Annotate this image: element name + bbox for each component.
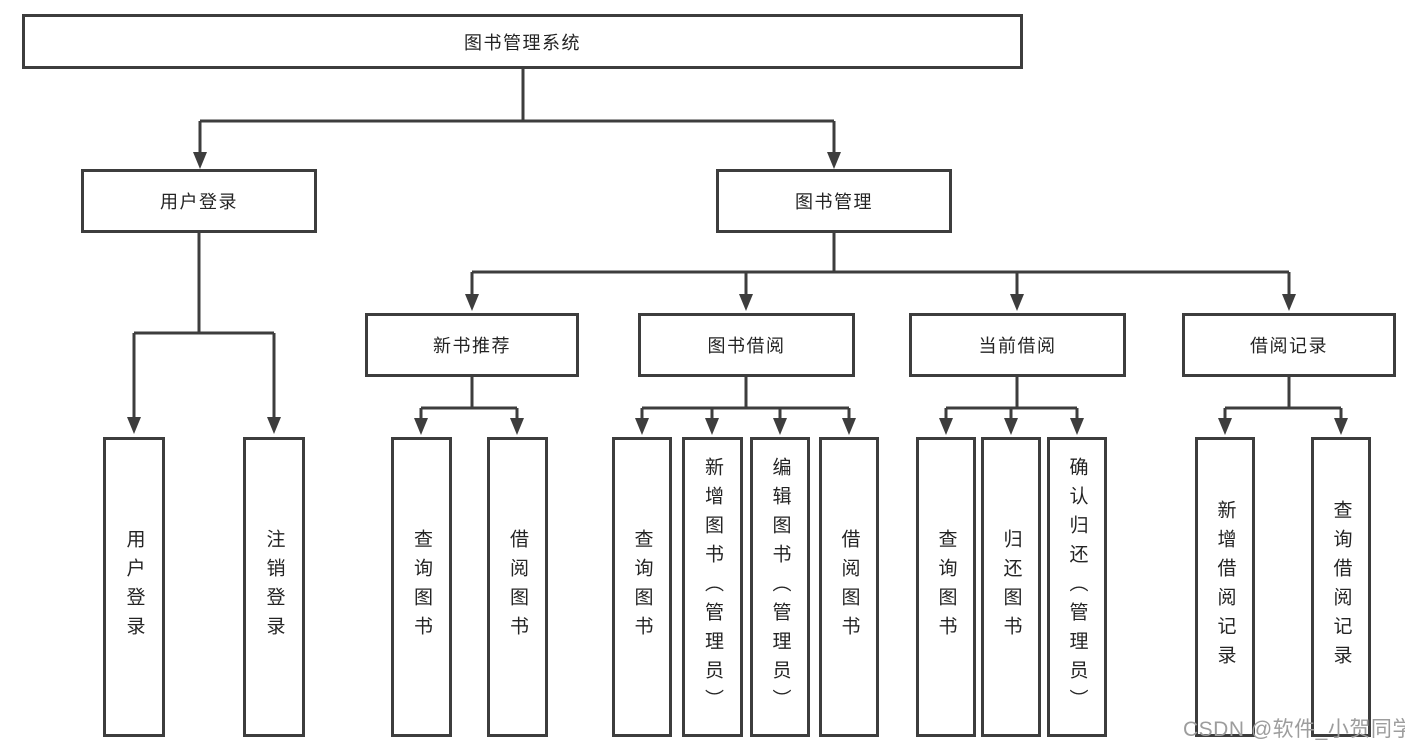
leaf-query-books: 查询图书 — [612, 437, 672, 737]
leaf-label: 查询图书 — [411, 529, 432, 645]
node-label: 借阅记录 — [1250, 336, 1328, 356]
node-label: 图书管理 — [795, 192, 873, 212]
leaf-label: 编辑图书（管理员） — [769, 456, 791, 718]
node-root-system: 图书管理系统 — [22, 14, 1023, 69]
leaf-label: 查询图书 — [631, 529, 653, 645]
leaf-label: 新增图书（管理员） — [702, 456, 723, 718]
leaf-return-books: 归还图书 — [981, 437, 1041, 737]
leaf-label: 注销登录 — [263, 529, 285, 645]
node-label: 新书推荐 — [433, 336, 511, 356]
node-borrow-records: 借阅记录 — [1182, 313, 1396, 377]
leaf-user-login: 用户登录 — [103, 437, 165, 737]
node-current-borrow: 当前借阅 — [909, 313, 1126, 377]
node-label: 当前借阅 — [978, 336, 1057, 356]
leaf-confirm-return-admin: 确认归还（管理员） — [1047, 437, 1107, 737]
node-book-management: 图书管理 — [716, 169, 952, 233]
node-label: 图书借阅 — [707, 336, 786, 356]
leaf-label: 归还图书 — [1000, 529, 1022, 645]
leaf-logout-login: 注销登录 — [243, 437, 305, 737]
csdn-watermark: CSDN @软件_小贺同学 — [1183, 718, 1405, 741]
leaf-label: 确认归还（管理员） — [1066, 456, 1088, 718]
connector-lines — [132, 69, 1343, 419]
leaf-add-borrow-record: 新增借阅记录 — [1195, 437, 1255, 737]
leaf-query-books: 查询图书 — [916, 437, 976, 737]
leaf-label: 查询图书 — [935, 529, 957, 645]
leaf-label: 借阅图书 — [507, 529, 528, 645]
leaf-borrow-books: 借阅图书 — [487, 437, 548, 737]
leaf-borrow-books: 借阅图书 — [819, 437, 879, 737]
node-label: 图书管理系统 — [464, 32, 581, 53]
node-label: 用户登录 — [160, 192, 238, 212]
arrowhead-icons — [127, 152, 1348, 435]
leaf-label: 用户登录 — [123, 529, 145, 645]
leaf-edit-books-admin: 编辑图书（管理员） — [750, 437, 810, 737]
leaf-label: 新增借阅记录 — [1214, 500, 1236, 674]
node-user-login: 用户登录 — [81, 169, 317, 233]
leaf-label: 借阅图书 — [838, 529, 860, 645]
leaf-query-borrow-record: 查询借阅记录 — [1311, 437, 1371, 737]
leaf-label: 查询借阅记录 — [1330, 500, 1352, 674]
leaf-query-books: 查询图书 — [391, 437, 452, 737]
node-book-borrow: 图书借阅 — [638, 313, 855, 377]
node-new-book-recommend: 新书推荐 — [365, 313, 579, 377]
leaf-add-books-admin: 新增图书（管理员） — [682, 437, 743, 737]
